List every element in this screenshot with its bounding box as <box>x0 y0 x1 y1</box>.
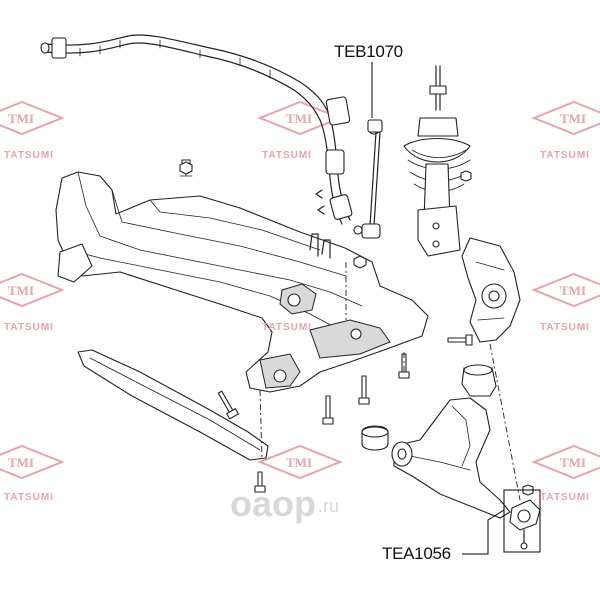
ball-joint-frame <box>503 489 541 553</box>
strut-assembly <box>403 65 471 257</box>
svg-text:TMI: TMI <box>286 111 312 126</box>
tatsumi-watermark: TATSUMI <box>262 150 312 161</box>
steering-knuckle <box>461 237 521 343</box>
bolt-icon <box>254 471 266 493</box>
tatsumi-watermark: TATSUMI <box>540 150 590 161</box>
site-watermark: oaop .ru <box>230 483 339 524</box>
svg-text:TMI: TMI <box>560 283 586 298</box>
bolt-icon <box>322 395 334 425</box>
tmi-logo-icon: TMI <box>257 444 343 480</box>
tmi-logo-icon: TMI <box>0 444 65 480</box>
nut-icon <box>179 161 193 175</box>
svg-text:TMI: TMI <box>560 111 586 126</box>
part-label-tea1056: TEA1056 <box>382 544 451 563</box>
tie-bar <box>77 349 269 461</box>
assembly-axes <box>259 262 521 501</box>
stabilizer-bar <box>40 34 353 225</box>
tmi-logo-icon: TMI <box>257 100 343 136</box>
tmi-logo-icon: TMI <box>531 100 600 136</box>
tmi-logo-icon: TMI <box>531 444 600 480</box>
svg-text:TMI: TMI <box>560 455 586 470</box>
svg-text:TMI: TMI <box>8 111 34 126</box>
tmi-logo-icon: TMI <box>0 272 65 308</box>
svg-text:TMI: TMI <box>8 283 34 298</box>
svg-text:TMI: TMI <box>8 455 34 470</box>
nut-icon <box>460 170 472 182</box>
bolt-icon <box>217 390 239 420</box>
tatsumi-watermark: TATSUMI <box>4 492 54 503</box>
svg-text:TMI: TMI <box>286 455 312 470</box>
svg-text:oaop: oaop <box>230 483 316 524</box>
tmi-logo-icon: TMI <box>531 272 600 308</box>
leader-lines <box>371 62 541 555</box>
part-label-teb1070: TEB1070 <box>334 42 403 61</box>
bolt-icon <box>358 375 370 405</box>
bolt-icon <box>447 334 473 346</box>
stabilizer-link <box>353 119 383 239</box>
leader-tea1056 <box>462 509 505 555</box>
tatsumi-watermark: TATSUMI <box>540 322 590 333</box>
tmi-logo-icon: TMI <box>0 100 65 136</box>
tatsumi-watermark: TATSUMI <box>4 322 54 333</box>
lower-control-arm <box>361 364 541 550</box>
svg-text:.ru: .ru <box>318 496 339 516</box>
nut-icon <box>353 255 367 269</box>
subframe <box>55 159 429 393</box>
tatsumi-watermark: TATSUMI <box>262 322 312 333</box>
tatsumi-watermark: TATSUMI <box>540 492 590 503</box>
tatsumi-watermark: TATSUMI <box>4 150 54 161</box>
